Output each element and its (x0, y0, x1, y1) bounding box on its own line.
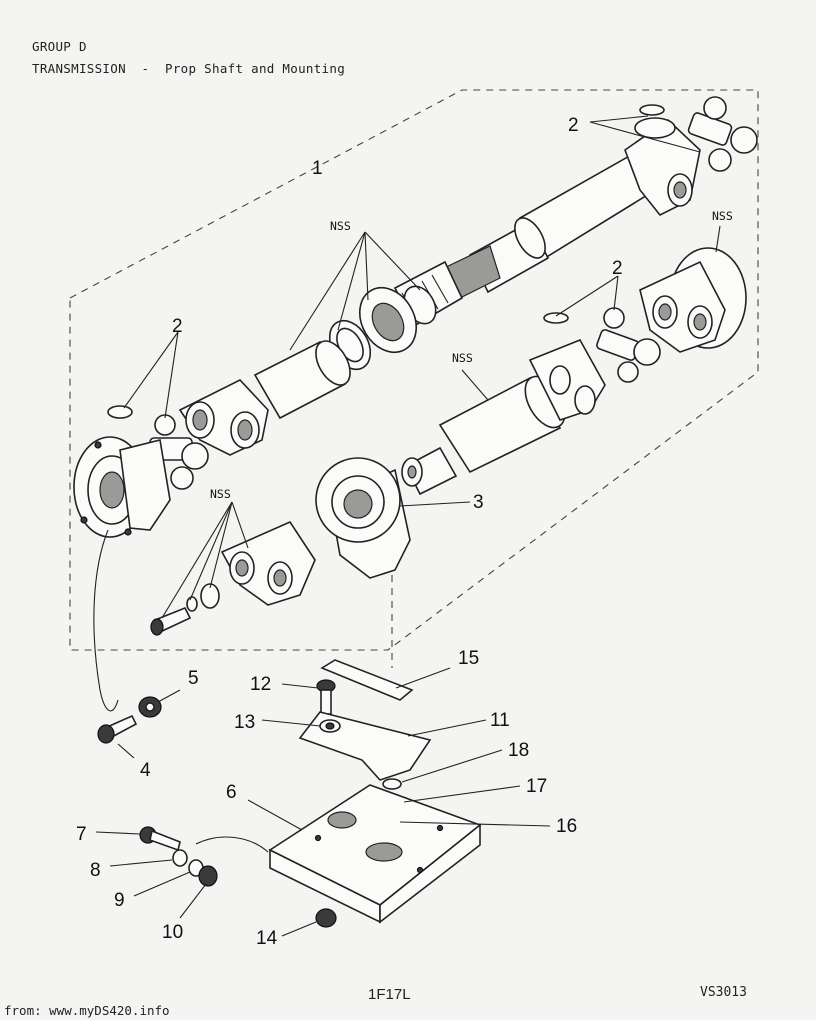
nss-label-rear-flange: NSS (712, 209, 733, 223)
callout-15: 15 (458, 648, 479, 669)
assembly-boundary (69, 89, 759, 651)
callout-18: 18 (508, 740, 529, 761)
rear-flange-yoke (639, 247, 747, 353)
leader-lines (95, 115, 721, 937)
bolt-7 (139, 826, 181, 852)
callout-11: 11 (490, 710, 510, 731)
bonding-lead-lower (195, 836, 269, 853)
washer-8 (172, 849, 188, 867)
footer-source-watermark: from: www.myDS420.info (4, 1003, 170, 1018)
callout-2-left: 2 (172, 316, 183, 337)
callout-12: 12 (250, 674, 271, 695)
mounting-plate-6 (268, 784, 482, 924)
nss-label-lower-yoke: NSS (210, 487, 231, 501)
bonding-lead (93, 529, 119, 712)
nut-14 (315, 908, 337, 928)
callout-14: 14 (256, 928, 278, 949)
bolt-12 (316, 679, 336, 715)
callout-4: 4 (140, 760, 151, 781)
callout-16: 16 (556, 816, 577, 837)
page-section-heading: TRANSMISSION - Prop Shaft and Mounting (32, 61, 346, 76)
callout-9: 9 (114, 890, 125, 911)
nut-10 (198, 865, 218, 887)
callout-1: 1 (312, 158, 323, 179)
bracket-11 (298, 711, 432, 781)
page-group-heading: GROUP D (32, 39, 87, 54)
callout-7: 7 (76, 824, 87, 845)
callout-8: 8 (90, 860, 101, 881)
washer-18 (382, 778, 402, 790)
front-flange (73, 436, 171, 538)
callout-17: 17 (526, 776, 547, 797)
bolt-4 (97, 714, 138, 744)
callout-10: 10 (162, 922, 183, 943)
nut-5 (138, 696, 162, 718)
nss-label-centre: NSS (330, 219, 351, 233)
front-tube (253, 340, 351, 420)
spline-and-seals (328, 260, 464, 371)
footer-drawing-code: 1F17L (368, 986, 411, 1003)
rear-shaft (401, 307, 661, 496)
callout-3: 3 (473, 492, 484, 513)
nss-label-rear-shaft: NSS (452, 351, 473, 365)
centre-bearing (315, 457, 411, 579)
callout-13: 13 (234, 712, 255, 733)
footer-reference-number: VS3013 (700, 985, 747, 1000)
callout-6: 6 (226, 782, 237, 803)
callout-2-right: 2 (612, 258, 623, 279)
packing-plate-15 (320, 659, 414, 701)
nss-yoke-lower (150, 520, 316, 636)
callout-5: 5 (188, 668, 199, 689)
callout-2-upper: 2 (568, 115, 579, 136)
